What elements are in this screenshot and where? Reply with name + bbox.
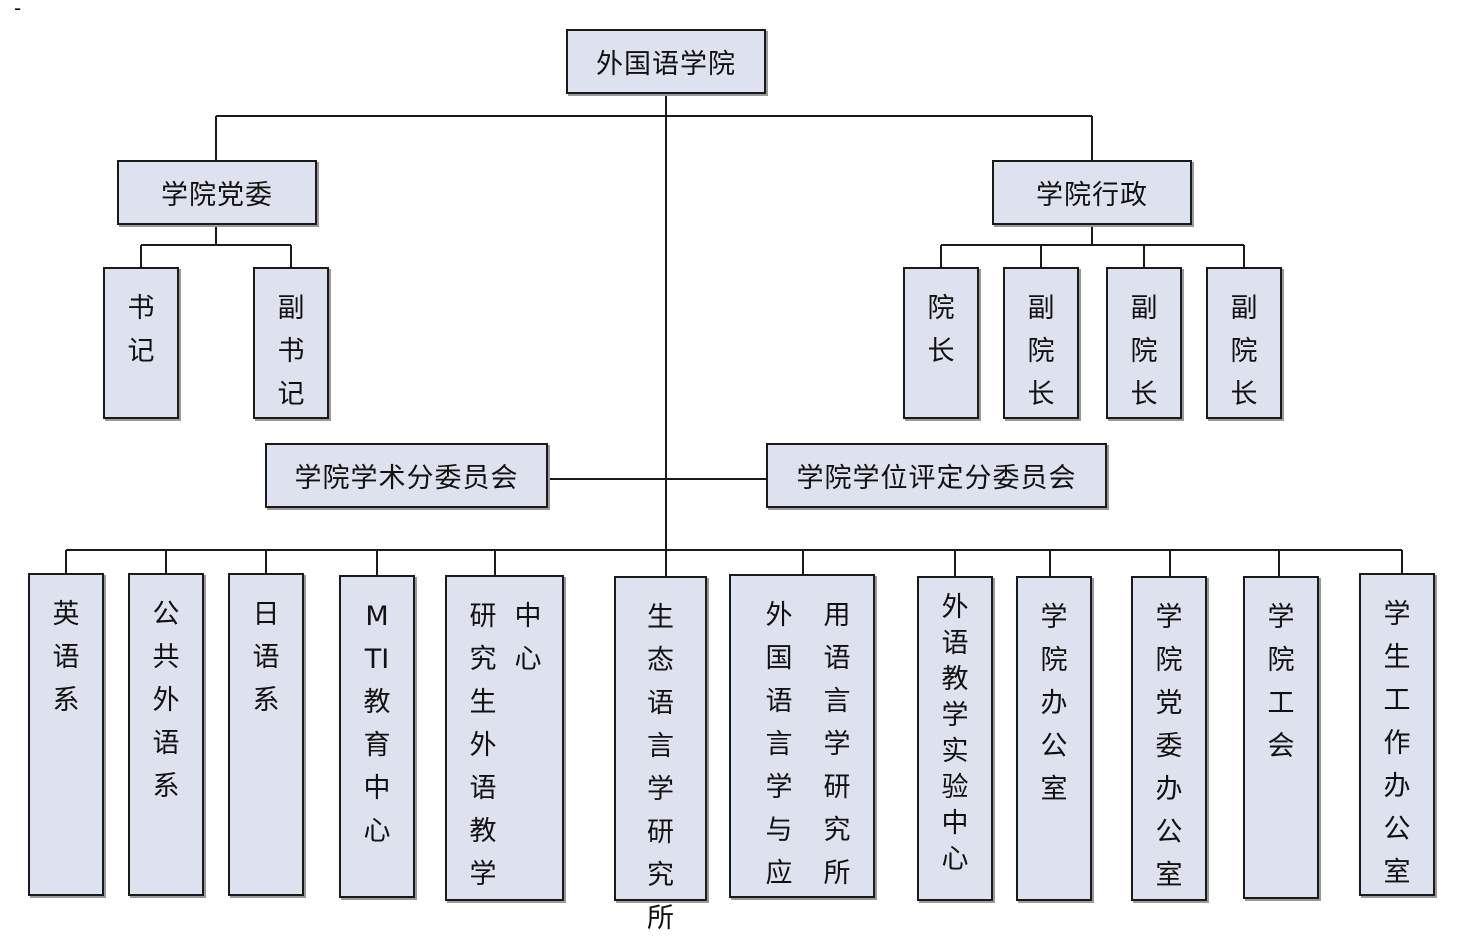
department-node-labor-union: 学院工会 bbox=[1243, 576, 1319, 899]
vice-dean-node-2: 副院长 bbox=[1106, 267, 1182, 419]
root-node: 外国语学院 bbox=[566, 29, 766, 94]
department-node-public-foreign-languages: 公共外语系 bbox=[128, 573, 204, 896]
department-node-mti-center: MTI教育中心 bbox=[339, 575, 415, 898]
vice-dean-label-3: 副院长 bbox=[1230, 293, 1258, 410]
party-secretary-node: 书记 bbox=[103, 267, 179, 419]
department-node-teaching-lab-center: 外语教学实验中心 bbox=[917, 576, 993, 901]
party-deputy-secretary-node: 副书记 bbox=[253, 267, 329, 419]
department-node-student-affairs-office: 学生工作办公室 bbox=[1359, 573, 1435, 896]
party-secretary-label: 书记 bbox=[127, 293, 155, 367]
root-label: 外国语学院 bbox=[596, 49, 736, 80]
department-label-student-affairs-office: 学生工作办公室 bbox=[1383, 599, 1411, 888]
vice-dean-label-2: 副院长 bbox=[1130, 293, 1158, 410]
department-label-english: 英语系 bbox=[52, 599, 80, 716]
department-label-graduate-teaching-col1: 研究生外语教学 bbox=[469, 601, 497, 890]
degree-committee-label: 学院学位评定分委员会 bbox=[796, 463, 1077, 494]
department-node-ecolinguistics-institute: 生态语言学研究所 bbox=[614, 576, 707, 934]
dean-node: 院长 bbox=[903, 267, 979, 419]
academic-committee-label: 学院学术分委员会 bbox=[294, 463, 519, 494]
vice-dean-label-1: 副院长 bbox=[1027, 293, 1055, 410]
vice-dean-node-1: 副院长 bbox=[1003, 267, 1079, 419]
department-node-english: 英语系 bbox=[28, 573, 104, 896]
vice-dean-node-3: 副院长 bbox=[1206, 267, 1282, 419]
department-label-college-office: 学院办公室 bbox=[1040, 602, 1068, 805]
department-node-graduate-teaching-center: 研究生外语教学 中心 bbox=[445, 575, 564, 901]
department-label-graduate-teaching-col2: 中心 bbox=[514, 601, 542, 675]
department-label-teaching-lab-center: 外语教学实验中心 bbox=[941, 592, 969, 875]
department-label-japanese: 日语系 bbox=[252, 599, 280, 716]
department-label-party-office: 学院党委办公室 bbox=[1155, 602, 1183, 891]
party-deputy-secretary-label: 副书记 bbox=[277, 293, 305, 410]
administration-label: 学院行政 bbox=[1036, 180, 1148, 211]
stray-mark: - bbox=[14, 0, 22, 20]
department-label-labor-union: 学院工会 bbox=[1267, 602, 1295, 762]
department-label-public-foreign-languages: 公共外语系 bbox=[152, 599, 180, 802]
department-node-party-office: 学院党委办公室 bbox=[1131, 576, 1207, 901]
department-node-college-office: 学院办公室 bbox=[1016, 576, 1092, 901]
academic-committee-node: 学院学术分委员会 bbox=[265, 443, 548, 508]
department-node-japanese: 日语系 bbox=[228, 573, 304, 896]
department-label-linguistics-col2: 用语言学研究所 bbox=[823, 600, 851, 889]
administration-node: 学院行政 bbox=[992, 160, 1192, 225]
department-label-mti-center: MTI教育中心 bbox=[363, 601, 391, 847]
department-node-linguistics-institute: 外国语言学与应 用语言学研究所 bbox=[729, 574, 875, 898]
department-label-linguistics-col1: 外国语言学与应 bbox=[765, 600, 793, 889]
party-committee-label: 学院党委 bbox=[161, 180, 273, 211]
degree-committee-node: 学院学位评定分委员会 bbox=[766, 443, 1107, 508]
party-committee-node: 学院党委 bbox=[117, 160, 317, 225]
department-label-ecolinguistics-institute: 生态语言学研究所 bbox=[647, 602, 674, 934]
dean-label: 院长 bbox=[927, 293, 955, 367]
